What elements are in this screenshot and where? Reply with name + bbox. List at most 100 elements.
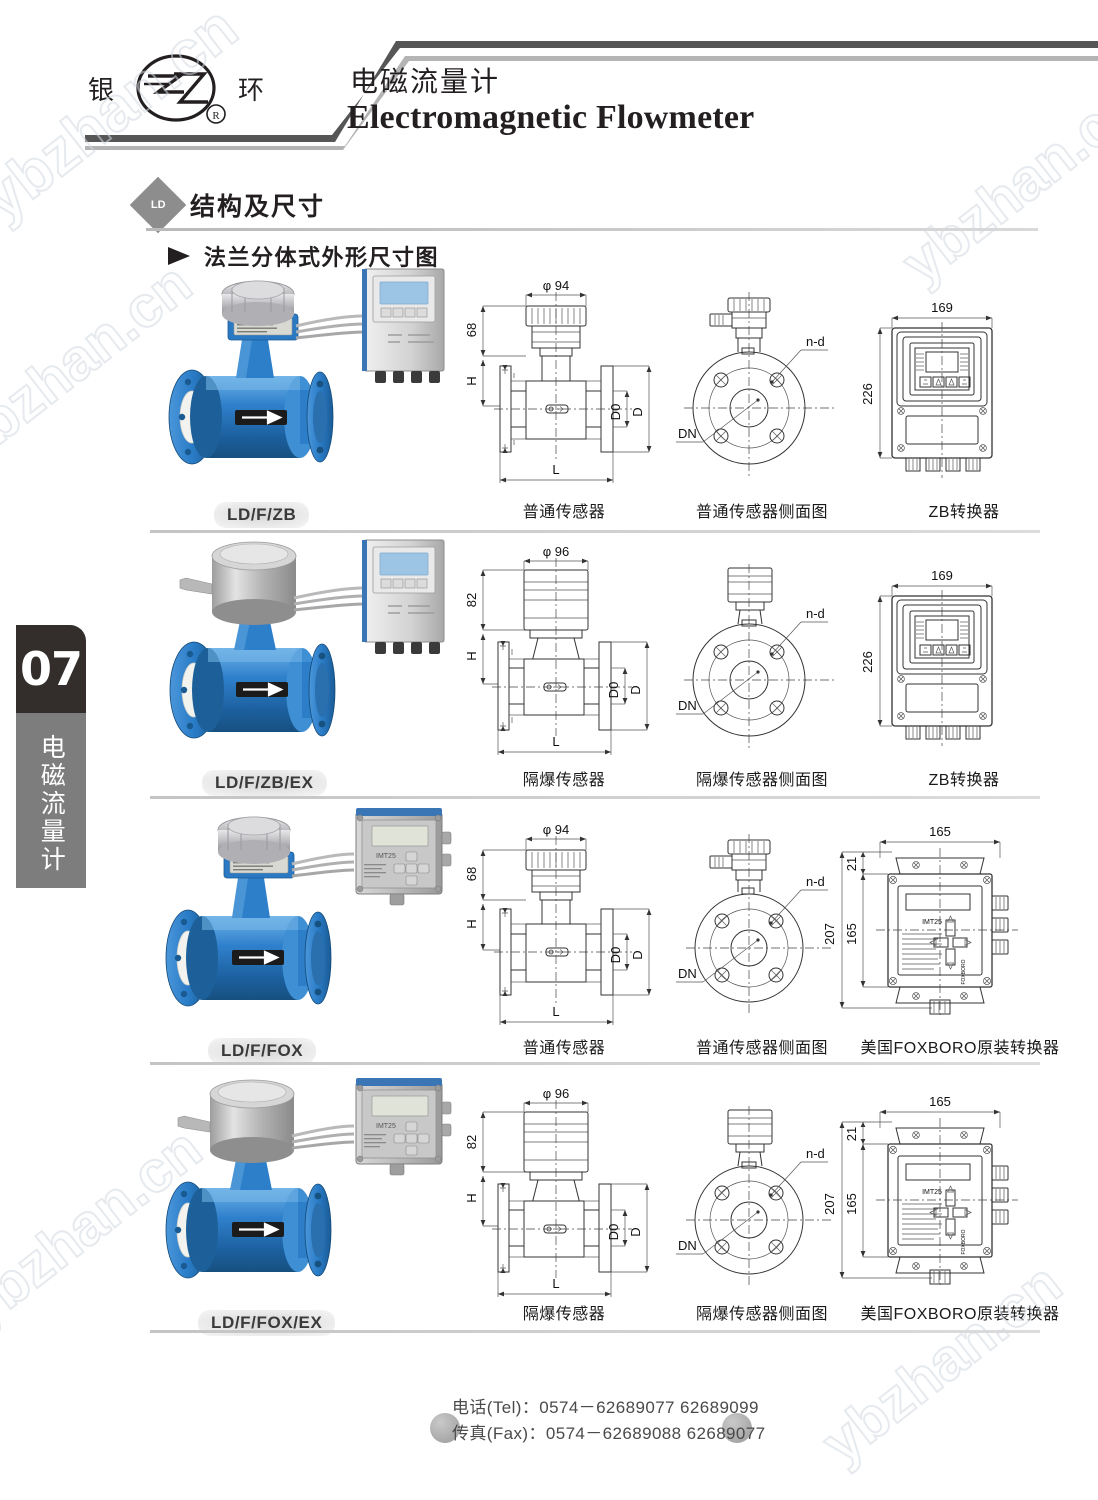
dim-H-label: H bbox=[464, 651, 479, 660]
dim-conv-width: 169 bbox=[931, 568, 953, 583]
footer-contact: 电话(Tel)：0574－62689077 62689099 传真(Fax)：0… bbox=[452, 1395, 765, 1448]
dim-conv-width: 169 bbox=[931, 300, 953, 315]
drawing-sensor-front: φ 96 82 H bbox=[456, 1086, 671, 1304]
drawing-sensor-side: n-d DN bbox=[670, 832, 860, 1027]
logo-mark-icon: R bbox=[118, 40, 234, 136]
section-header: LD 结构及尺寸 bbox=[129, 176, 1038, 234]
side-tab-label: 电磁流量计 bbox=[16, 713, 86, 888]
dim-dn-label: DN bbox=[678, 698, 697, 713]
drawing-converter: 169 226 bbox=[850, 566, 1035, 761]
converter-model-text: IMT25 bbox=[922, 1189, 942, 1196]
dim-D0-label: D0 bbox=[608, 947, 623, 964]
caption-sensor-front: 普通传感器 bbox=[522, 1040, 606, 1057]
caption-converter: ZB转换器 bbox=[928, 504, 1000, 521]
product-row: IMT25 bbox=[150, 806, 1059, 1072]
dim-conv-inner: 165 bbox=[844, 923, 859, 945]
product-photo-ld-f-fox: IMT25 bbox=[150, 806, 452, 1031]
page-number: 07 bbox=[16, 625, 86, 713]
dim-height-label: 82 bbox=[464, 1135, 479, 1149]
product-row: LD/F/ZB φ 94 68 bbox=[150, 268, 1040, 540]
model-tag: LD/F/FOX bbox=[208, 1038, 317, 1064]
drawing-converter: 165 207 21 165 bbox=[822, 824, 1037, 1029]
caption-sensor-side: 普通传感器侧面图 bbox=[695, 504, 828, 521]
dim-D-label: D bbox=[630, 407, 645, 416]
page-header: 银 R 环 电磁流量计 Electromagnetic Flowmeter bbox=[0, 0, 1098, 168]
model-tag: LD/F/ZB bbox=[214, 502, 310, 528]
converter-model-text: IMT25 bbox=[922, 919, 942, 926]
dim-conv-height: 207 bbox=[822, 923, 837, 945]
dim-L-label: L bbox=[552, 734, 559, 749]
arrow-right-icon bbox=[168, 247, 190, 265]
dim-nd-label: n-d bbox=[806, 1146, 825, 1161]
drawing-sensor-front: φ 96 82 H bbox=[456, 544, 671, 760]
converter-brand-text: FOXBORO bbox=[961, 1229, 967, 1254]
drawing-sensor-front: φ 94 68 bbox=[456, 822, 671, 1036]
dim-L-label: L bbox=[552, 1276, 559, 1291]
dim-H-label: H bbox=[464, 376, 479, 385]
dim-D-label: D bbox=[630, 950, 645, 959]
dim-conv-top: 21 bbox=[844, 857, 859, 871]
diamond-badge-label: LD bbox=[150, 198, 166, 211]
dim-nd-label: n-d bbox=[806, 874, 825, 889]
dim-phi-label: φ 94 bbox=[543, 822, 570, 837]
header-title-en: Electromagnetic Flowmeter bbox=[347, 99, 755, 136]
model-tag: LD/F/ZB/EX bbox=[202, 770, 327, 796]
row-divider bbox=[150, 796, 1040, 799]
diamond-badge-icon: LD bbox=[129, 176, 187, 234]
product-photo-ld-f-fox-ex: IMT25 bbox=[150, 1072, 452, 1297]
svg-text:IMT25: IMT25 bbox=[376, 853, 396, 860]
drawing-converter: 169 226 bbox=[850, 298, 1035, 493]
dim-D0-label: D0 bbox=[606, 682, 621, 699]
dim-L-label: L bbox=[552, 462, 559, 477]
dim-H-label: H bbox=[464, 919, 479, 928]
dim-D0-label: D0 bbox=[608, 404, 623, 421]
page-footer: 电话(Tel)：0574－62689077 62689099 传真(Fax)：0… bbox=[0, 1395, 1098, 1475]
dim-height-label: 68 bbox=[464, 867, 479, 881]
svg-text:IMT25: IMT25 bbox=[376, 1123, 396, 1130]
dim-dn-label: DN bbox=[678, 1238, 697, 1253]
dim-dn-label: DN bbox=[678, 426, 697, 441]
dim-conv-height: 226 bbox=[860, 651, 875, 673]
caption-sensor-front: 隔爆传感器 bbox=[522, 772, 606, 789]
company-logo: 银 R 环 bbox=[88, 38, 318, 138]
dim-nd-label: n-d bbox=[806, 606, 825, 621]
product-photo-ld-f-zb bbox=[150, 268, 450, 497]
row-divider bbox=[150, 530, 1040, 533]
dim-conv-height: 207 bbox=[822, 1193, 837, 1215]
dimension-rows: LD/F/ZB φ 94 68 bbox=[150, 268, 1059, 1338]
footer-fax: 传真(Fax)：0574－62689088 62689077 bbox=[452, 1424, 766, 1444]
dim-nd-label: n-d bbox=[806, 334, 825, 349]
product-row: LD/F/ZB/EX φ 96 82 bbox=[150, 539, 1040, 806]
drawing-sensor-side: n-d DN bbox=[670, 1104, 860, 1294]
product-photo-ld-f-zb-ex bbox=[150, 539, 450, 765]
product-row: IMT25 bbox=[150, 1072, 1059, 1338]
converter-brand-text: FOXBORO bbox=[961, 959, 967, 984]
drawing-sensor-side: n-d DN bbox=[670, 290, 860, 490]
subsection-header: 法兰分体式外形尺寸图 bbox=[168, 240, 439, 272]
dim-conv-inner: 165 bbox=[844, 1193, 859, 1215]
svg-text:R: R bbox=[212, 110, 220, 122]
caption-sensor-side: 普通传感器侧面图 bbox=[695, 1040, 828, 1057]
drawing-converter: 165 207 21 165 bbox=[822, 1094, 1037, 1299]
section-divider bbox=[146, 228, 1038, 231]
dim-dn-label: DN bbox=[678, 966, 697, 981]
dim-conv-width: 165 bbox=[929, 824, 951, 839]
caption-sensor-side: 隔爆传感器侧面图 bbox=[695, 1306, 828, 1323]
section-title: 结构及尺寸 bbox=[190, 193, 326, 221]
dim-phi-label: φ 94 bbox=[543, 278, 570, 293]
dim-phi-label: φ 96 bbox=[543, 1086, 570, 1101]
footer-dot-left-icon bbox=[430, 1413, 460, 1443]
footer-tel: 电话(Tel)：0574－62689077 62689099 bbox=[452, 1398, 759, 1417]
row-divider bbox=[150, 1330, 1040, 1333]
subsection-title: 法兰分体式外形尺寸图 bbox=[204, 245, 440, 270]
dim-L-label: L bbox=[552, 1004, 559, 1019]
logo-right-character: 环 bbox=[238, 74, 265, 105]
dim-height-label: 82 bbox=[464, 593, 479, 607]
drawing-sensor-front: φ 94 68 bbox=[456, 278, 671, 494]
page-side-tab: 07 电磁流量计 bbox=[16, 625, 86, 888]
caption-converter: 美国FOXBORO原装转换器 bbox=[860, 1040, 1060, 1057]
row-divider bbox=[150, 1062, 1040, 1065]
caption-sensor-front: 隔爆传感器 bbox=[522, 1306, 606, 1323]
logo-left-character: 银 bbox=[88, 74, 115, 105]
caption-converter: 美国FOXBORO原装转换器 bbox=[860, 1306, 1060, 1323]
